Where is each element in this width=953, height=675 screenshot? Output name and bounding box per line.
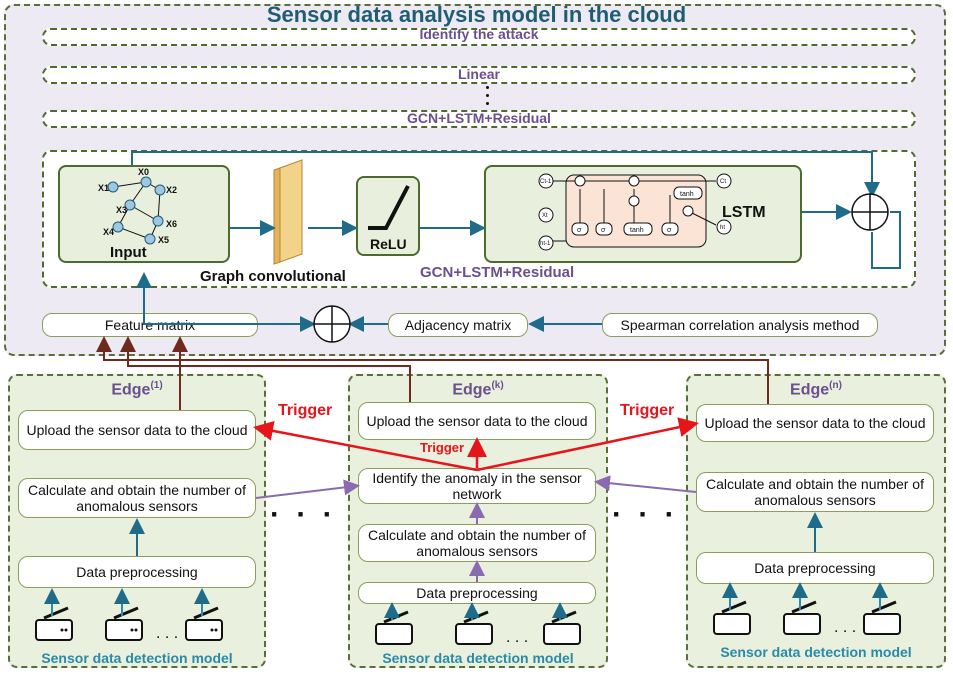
spearman-box: Spearman correlation analysis method <box>602 313 878 337</box>
sensor-icon <box>35 606 73 641</box>
edge-k-identify: Identify the anomaly in the sensor netwo… <box>358 468 596 504</box>
edge-n-title: Edge(n) <box>790 380 842 399</box>
node-label: X4 <box>103 227 114 237</box>
lstm-io: Ct-1 <box>540 179 552 185</box>
ellipsis-right: · · · <box>612 498 679 531</box>
node-label: X5 <box>158 235 169 245</box>
edge-n-sensors: . . . <box>713 600 901 636</box>
graph-node <box>124 199 136 211</box>
sensor-ellipsis: . . . <box>506 629 528 646</box>
lstm-io: Ct <box>720 179 726 185</box>
node-label: X2 <box>166 185 177 195</box>
node-label: X1 <box>98 183 109 193</box>
graph-node <box>152 215 164 227</box>
sensor-icon <box>863 600 901 635</box>
graph-node <box>144 233 156 245</box>
sensor-ellipsis: . . . <box>156 625 178 642</box>
sensor-icon <box>375 610 413 645</box>
edge-1-preprocess: Data preprocessing <box>18 556 256 588</box>
edge-k-calculate: Calculate and obtain the number of anoma… <box>358 524 596 562</box>
edge-k-sensor-label: Sensor data detection model <box>382 650 574 666</box>
lstm-op: σ <box>601 227 606 234</box>
sensor-icon <box>185 606 223 641</box>
node-label: X3 <box>116 205 127 215</box>
lstm-op: σ <box>667 227 672 234</box>
edge-1-sensors: . . . <box>35 606 223 642</box>
edge-1-title: Edge(1) <box>111 380 163 399</box>
dot <box>486 102 489 105</box>
edge-n-upload: Upload the sensor data to the cloud <box>696 404 934 442</box>
multiply-op <box>628 195 640 207</box>
edge-n-sensor-label: Sensor data detection model <box>720 644 912 660</box>
layer-identify-attack-label: Identify the attack <box>419 26 539 42</box>
graph-conv-label: Graph convolutional <box>200 268 346 285</box>
lstm-op: tanh <box>680 191 694 198</box>
cloud-title: Sensor data analysis model in the cloud <box>266 2 687 27</box>
sensor-icon <box>455 610 493 645</box>
lstm-io: Xt <box>542 213 548 219</box>
dot <box>486 86 489 89</box>
graph-node <box>112 221 124 233</box>
dot <box>486 94 489 97</box>
node-label: X0 <box>138 167 149 177</box>
edge-1-upload: Upload the sensor data to the cloud <box>18 410 256 450</box>
multiply-op <box>574 175 586 187</box>
graph-node <box>107 181 119 193</box>
layer-gcn-lstm-label: GCN+LSTM+Residual <box>407 110 551 126</box>
edge-1-calculate: Calculate and obtain the number of anoma… <box>18 478 256 518</box>
lstm-io: ht <box>720 225 725 231</box>
lstm-io: ht-1 <box>540 241 551 247</box>
edge-1-sensor-label: Sensor data detection model <box>41 650 233 666</box>
graph-node <box>154 184 166 196</box>
lstm-op: σ <box>577 227 582 234</box>
feature-matrix-box: Feature matrix <box>42 313 258 337</box>
graph-conv-block <box>273 159 303 265</box>
edge-k-upload: Upload the sensor data to the cloud <box>358 402 596 440</box>
layer-gcn-lstm <box>42 110 916 128</box>
input-label: Input <box>110 244 147 261</box>
adjacency-matrix-box: Adjacency matrix <box>388 313 528 337</box>
relu-label: ReLU <box>370 236 407 252</box>
sensor-icon <box>105 606 143 641</box>
edge-k-title: Edge(k) <box>452 380 504 399</box>
edge-n-preprocess: Data preprocessing <box>696 552 934 584</box>
node-label: X6 <box>166 219 177 229</box>
sensor-ellipsis: . . . <box>834 619 856 636</box>
multiply-op <box>682 205 694 217</box>
layer-linear <box>42 66 916 84</box>
trigger-label-center: Trigger <box>420 440 465 455</box>
lstm-op: tanh <box>630 227 644 234</box>
trigger-label-left: Trigger <box>278 402 333 419</box>
trigger-label-right: Trigger <box>620 402 675 419</box>
layer-linear-label: Linear <box>457 66 500 82</box>
sensor-icon <box>543 610 581 645</box>
edge-k-sensors: . . . <box>375 610 581 646</box>
sensor-icon <box>783 600 821 635</box>
add-op <box>628 175 640 187</box>
gcn-panel-label: GCN+LSTM+Residual <box>420 264 575 281</box>
edge-n-calculate: Calculate and obtain the number of anoma… <box>696 472 934 512</box>
layer-identify-attack <box>42 28 916 46</box>
relu-icon <box>368 185 410 230</box>
ellipsis-left: · · · <box>270 498 337 531</box>
lstm-label: LSTM <box>722 204 766 221</box>
sensor-icon <box>713 600 751 635</box>
graph-node <box>140 176 152 188</box>
